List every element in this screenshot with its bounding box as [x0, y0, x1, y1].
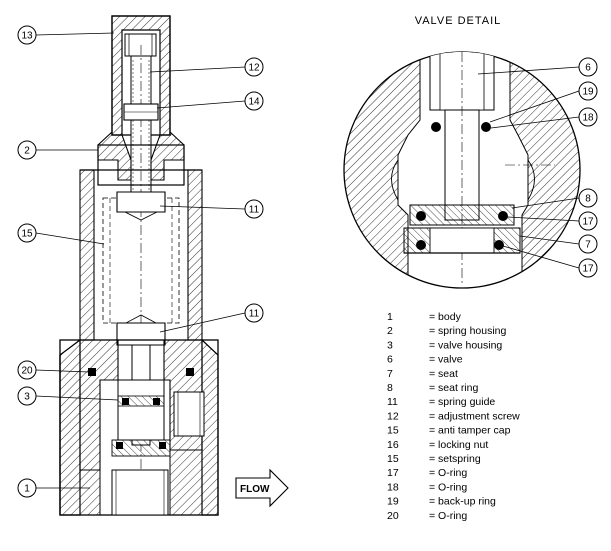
callout-19-label: 19: [582, 87, 594, 98]
legend-description: = spring housing: [429, 325, 507, 337]
legend-description: = O-ring: [429, 467, 467, 479]
legend-description: = seat ring: [429, 382, 478, 394]
legend-number: 18: [387, 481, 399, 493]
legend-row: 11 = spring guide: [387, 396, 495, 408]
legend-number: 15: [387, 453, 399, 465]
callout-15-label: 15: [21, 229, 33, 240]
callout-14-label: 14: [248, 97, 260, 108]
legend-number: 3: [387, 339, 393, 351]
callout-17-top: 17: [507, 211, 598, 231]
valve-detail: [343, 51, 581, 289]
legend-number: 1: [387, 311, 393, 323]
callout-8: 8: [511, 188, 598, 209]
valve-housing: [111, 379, 171, 457]
callout-11a-label: 11: [249, 205, 260, 216]
callout-1-label: 1: [24, 484, 30, 495]
legend-number: 17: [387, 467, 399, 479]
callout-6: 6: [477, 57, 598, 77]
setspring: [102, 197, 180, 324]
o-rings-main: [88, 368, 194, 449]
parts-legend: 1 = body 2 = spring housing 3 = valve housing…: [387, 311, 520, 522]
legend-number: 6: [387, 354, 393, 366]
flow-label: FLOW: [240, 484, 270, 495]
callout-11-top: 11: [159, 199, 264, 219]
legend-row: 1 = body: [387, 311, 462, 323]
legend-row: 6 = valve: [387, 354, 463, 366]
flow-arrow: FLOW: [235, 468, 289, 508]
spring-guide-top: [116, 191, 166, 221]
legend-number: 7: [387, 368, 393, 380]
body: [59, 338, 219, 516]
locking-nut: [123, 103, 159, 121]
legend-row: 2 = spring housing: [387, 325, 507, 337]
detail-title: VALVE DETAIL: [415, 15, 502, 27]
legend-row: 12 = adjustment screw: [387, 410, 520, 422]
legend-description: = spring guide: [429, 396, 495, 408]
legend-row: 15 = anti tamper cap: [387, 425, 511, 437]
callout-6-label: 6: [585, 63, 591, 74]
callout-2: 2: [17, 140, 98, 160]
callout-13-label: 13: [21, 31, 33, 42]
legend-row: 17 = O-ring: [387, 467, 467, 479]
callout-3-label: 3: [24, 392, 30, 403]
callout-3: 3: [17, 386, 119, 406]
main-section: FLOW: [59, 15, 289, 516]
legend-row: 7 = seat: [387, 368, 458, 380]
legend-number: 16: [387, 439, 399, 451]
main-callouts: 13 12 14 2 11 15 11: [17, 25, 264, 498]
legend-description: = adjustment screw: [429, 410, 520, 422]
legend-number: 20: [387, 510, 399, 522]
callout-15: 15: [17, 223, 105, 245]
legend-description: = seat: [429, 368, 458, 380]
legend-number: 19: [387, 496, 399, 508]
legend-row: 19 = back-up ring: [387, 496, 496, 508]
callout-13: 13: [17, 25, 115, 45]
callout-14: 14: [156, 91, 264, 111]
legend-row: 15 = setspring: [387, 453, 481, 465]
callout-8-label: 8: [585, 194, 591, 205]
legend-description: = O-ring: [429, 481, 467, 493]
callout-18: 18: [490, 107, 598, 129]
legend-row: 8 = seat ring: [387, 382, 478, 394]
legend-description: = back-up ring: [429, 496, 496, 508]
legend-number: 8: [387, 382, 393, 394]
callout-12-label: 12: [248, 63, 260, 74]
spring-housing: [79, 130, 203, 341]
legend-number: 15: [387, 425, 399, 437]
callout-20: 20: [17, 360, 90, 380]
callout-11-bottom: 11: [159, 303, 264, 333]
legend-number: 12: [387, 410, 399, 422]
legend-description: = valve housing: [429, 339, 502, 351]
detail-o-rings: [416, 122, 508, 250]
callout-7: 7: [519, 234, 598, 254]
callout-19: 19: [489, 81, 598, 123]
legend-description: = setspring: [429, 453, 481, 465]
callout-17b-label: 17: [582, 264, 594, 275]
callout-2-label: 2: [24, 146, 30, 157]
legend-number: 11: [387, 396, 398, 408]
legend-description: = O-ring: [429, 510, 467, 522]
callout-20-label: 20: [21, 366, 33, 377]
legend-row: 16 = locking nut: [387, 439, 488, 451]
legend-row: 20 = O-ring: [387, 510, 467, 522]
callout-11b-label: 11: [249, 309, 260, 320]
legend-row: 3 = valve housing: [387, 339, 502, 351]
legend-description: = valve: [429, 354, 463, 366]
legend-description: = body: [429, 311, 462, 323]
callout-7-label: 7: [585, 240, 591, 251]
callout-17a-label: 17: [582, 217, 594, 228]
callout-1: 1: [17, 478, 90, 498]
legend-description: = locking nut: [429, 439, 488, 451]
callout-18-label: 18: [582, 113, 594, 124]
detail-callouts: 6 19 18 8 17 7 17: [477, 57, 598, 278]
legend-number: 2: [387, 325, 393, 337]
callout-12: 12: [149, 57, 264, 77]
legend-row: 18 = O-ring: [387, 481, 467, 493]
callout-17-bottom: 17: [502, 245, 598, 278]
legend-description: = anti tamper cap: [429, 425, 511, 437]
